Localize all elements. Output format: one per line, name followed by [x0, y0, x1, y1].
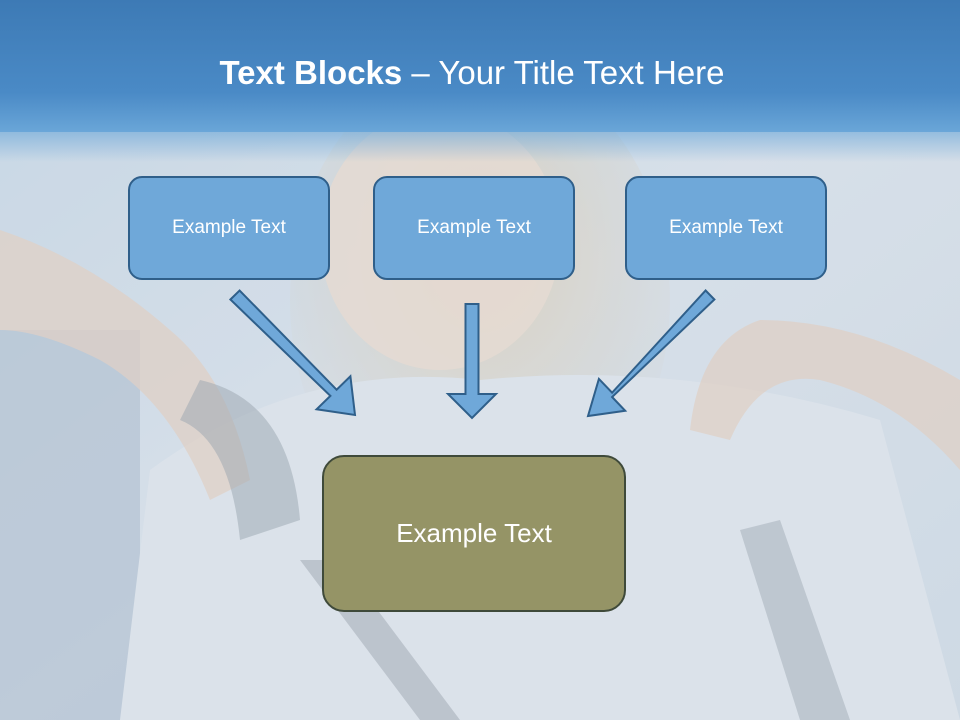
- arrow-left: [228, 289, 357, 417]
- text-block-center[interactable]: Example Text: [373, 176, 575, 280]
- arrow-center: [445, 303, 499, 420]
- arrow-right: [586, 289, 716, 418]
- title-rest: Your Title Text Here: [438, 54, 725, 91]
- slide-title: Text Blocks – Your Title Text Here: [0, 54, 944, 92]
- text-block-right[interactable]: Example Text: [625, 176, 827, 280]
- title-band: [0, 0, 960, 162]
- text-block-left[interactable]: Example Text: [128, 176, 330, 280]
- title-separator: –: [402, 54, 439, 91]
- title-bold: Text Blocks: [219, 54, 403, 91]
- text-block-main[interactable]: Example Text: [322, 455, 626, 612]
